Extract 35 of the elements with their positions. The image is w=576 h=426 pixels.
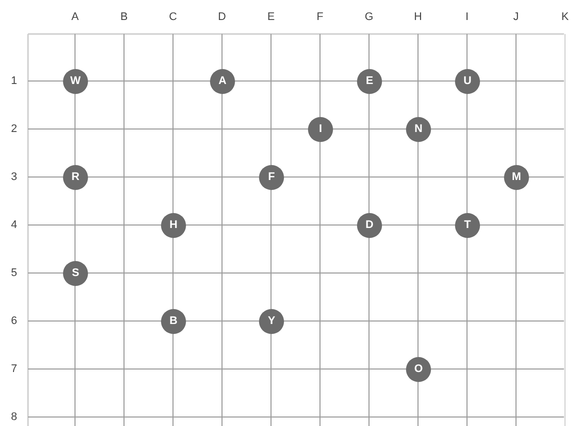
row-label: 5	[10, 266, 18, 280]
letter-marker: S	[63, 261, 88, 286]
row-label: 7	[10, 362, 18, 376]
column-label: C	[168, 10, 178, 24]
column-label: J	[512, 10, 520, 24]
row-label: 3	[10, 170, 18, 184]
row-label: 6	[10, 314, 18, 328]
letter-marker: D	[357, 213, 382, 238]
letter-marker: U	[455, 69, 480, 94]
column-label: D	[217, 10, 227, 24]
row-label: 2	[10, 122, 18, 136]
letter-marker: T	[455, 213, 480, 238]
column-label: I	[464, 10, 470, 24]
letter-marker: E	[357, 69, 382, 94]
letter-marker: O	[406, 357, 431, 382]
letter-marker: I	[308, 117, 333, 142]
letter-marker: R	[63, 165, 88, 190]
column-label: K	[560, 10, 570, 24]
column-label: F	[316, 10, 324, 24]
column-label: G	[364, 10, 374, 24]
row-label: 4	[10, 218, 18, 232]
letter-marker: F	[259, 165, 284, 190]
column-label: A	[70, 10, 80, 24]
letter-marker: W	[63, 69, 88, 94]
letter-marker: B	[161, 309, 186, 334]
letter-marker: Y	[259, 309, 284, 334]
column-label: H	[413, 10, 423, 24]
letter-marker: M	[504, 165, 529, 190]
column-label: E	[266, 10, 276, 24]
row-label: 1	[10, 74, 18, 88]
column-label: B	[119, 10, 129, 24]
letter-marker: H	[161, 213, 186, 238]
letter-marker: N	[406, 117, 431, 142]
letter-marker: A	[210, 69, 235, 94]
row-label: 8	[10, 410, 18, 424]
